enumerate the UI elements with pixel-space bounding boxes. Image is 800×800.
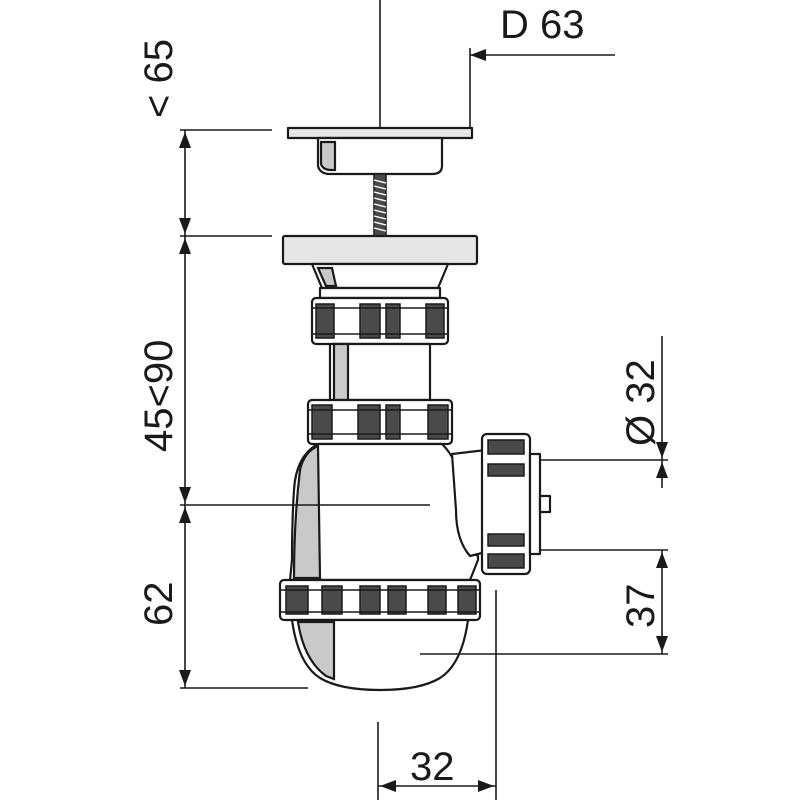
dimension-drain-diameter: D 63: [469, 3, 615, 128]
drain-diameter-label: D 63: [500, 3, 585, 47]
telescopic-tube: [328, 342, 432, 402]
bottom-nut-rib: [387, 585, 407, 615]
middle-nut-rib: [357, 404, 381, 440]
upper-nut-rib: [385, 303, 401, 339]
upper-nut: [310, 296, 450, 346]
drain-flange: [281, 234, 479, 266]
grate-height-label: < 65: [137, 39, 181, 118]
outlet-stub: [450, 448, 488, 558]
strainer-flange: [286, 126, 474, 140]
outlet-pipe-end: [528, 452, 542, 556]
outlet-nut-rib: [487, 553, 525, 569]
dimension-outlet-offset: 32: [378, 745, 496, 792]
strainer-plug: [286, 126, 474, 239]
outlet-nut-rib: [487, 463, 525, 477]
middle-nut: [306, 398, 454, 446]
tube-shade: [332, 342, 350, 402]
dimension-trap-height: 62: [137, 505, 191, 688]
outlet-pipe-lip: [538, 494, 552, 514]
trap-bowl: [288, 442, 488, 582]
trap-height-label: 62: [137, 582, 181, 627]
dimension-outlet-diameter: Ø 32: [619, 336, 668, 488]
bottom-cap: [290, 618, 470, 692]
bottom-nut-rib: [321, 585, 343, 615]
upper-nut-rib: [425, 303, 445, 339]
middle-nut-rib: [427, 404, 449, 440]
bottom-cap-shade: [296, 620, 336, 681]
adjustable-height-label: 45<90: [137, 340, 181, 452]
dimension-adjustable-height: 45<90: [137, 236, 191, 505]
middle-nut-rib: [311, 404, 333, 440]
bottom-nut-rib: [427, 585, 447, 615]
drain-funnel-shade: [316, 266, 338, 288]
strainer-cup-shade: [319, 140, 337, 172]
outlet-diameter-label: Ø 32: [619, 359, 663, 446]
outlet-height-label: 37: [619, 584, 663, 629]
upper-nut-rib: [359, 303, 381, 339]
outlet-nut-rib: [487, 439, 525, 455]
dimension-outlet-height: 37: [619, 550, 668, 654]
drain-neck: [318, 286, 442, 300]
extension-lines: [180, 129, 668, 800]
trap-bowl-shade: [292, 444, 322, 580]
middle-nut-rib: [385, 404, 401, 440]
drain-body: [281, 234, 479, 300]
dimension-grate-height: < 65: [137, 39, 191, 236]
outlet-nut-rib: [487, 533, 525, 547]
bottom-nut-rib: [359, 585, 381, 615]
outlet-nut: [480, 432, 552, 576]
bottom-nut: [278, 578, 482, 622]
bottom-cap-body: [290, 618, 470, 692]
outlet-offset-label: 32: [410, 745, 455, 789]
bottom-nut-rib: [457, 585, 477, 615]
strainer-cup: [316, 136, 444, 176]
bottom-nut-rib: [285, 585, 309, 615]
outlet-nut-body: [480, 432, 532, 576]
upper-nut-rib: [315, 303, 335, 339]
